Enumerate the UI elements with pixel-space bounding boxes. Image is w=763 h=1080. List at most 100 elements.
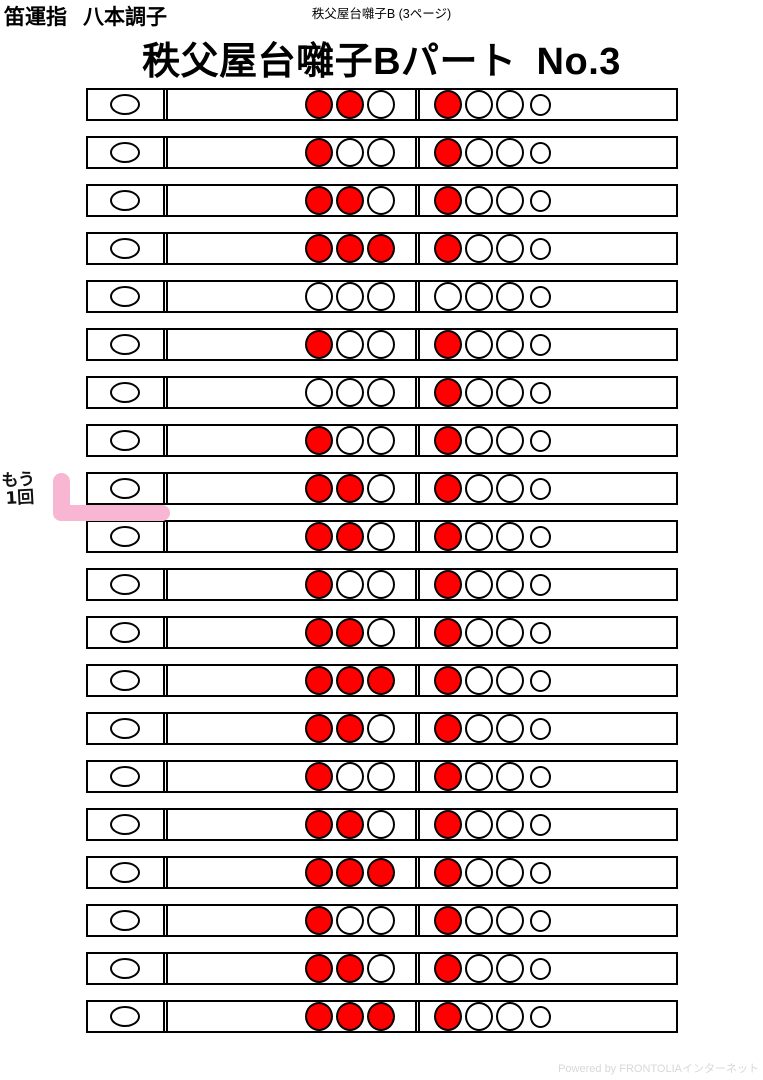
finger-hole-upper-2	[336, 858, 364, 887]
mouth-hole	[110, 670, 140, 691]
mouthpiece-divider	[163, 762, 168, 791]
flute-row	[86, 904, 678, 937]
flute-row	[86, 568, 678, 601]
hand-group-divider	[415, 186, 420, 215]
finger-hole-upper-1	[305, 378, 333, 407]
finger-hole-upper-1	[305, 666, 333, 695]
mouthpiece-divider	[163, 810, 168, 839]
mouth-hole	[110, 478, 140, 499]
finger-hole-upper-3	[367, 714, 395, 743]
finger-hole-upper-1	[305, 618, 333, 647]
finger-hole-upper-2	[336, 810, 364, 839]
finger-hole-upper-3	[367, 666, 395, 695]
finger-hole-upper-3	[367, 954, 395, 983]
finger-hole-upper-1	[305, 330, 333, 359]
mouth-hole	[110, 238, 140, 259]
hand-group-divider	[415, 138, 420, 167]
key-label: 八本調子	[83, 6, 167, 29]
finger-hole-upper-1	[305, 426, 333, 455]
finger-hole-upper-3	[367, 522, 395, 551]
title-main-text: 秩父屋台囃子Bパート	[142, 41, 517, 83]
finger-hole-upper-2	[336, 138, 364, 167]
finger-hole-lower-3	[496, 714, 524, 743]
finger-hole-upper-3	[367, 618, 395, 647]
finger-hole-lower-1	[434, 714, 462, 743]
finger-hole-lower-2	[465, 570, 493, 599]
finger-hole-lower-4	[530, 670, 551, 692]
flute-row	[86, 664, 678, 697]
mouthpiece-divider	[163, 666, 168, 695]
finger-hole-upper-2	[336, 714, 364, 743]
finger-hole-lower-2	[465, 90, 493, 119]
mouthpiece-divider	[163, 570, 168, 599]
mouthpiece-divider	[163, 906, 168, 935]
finger-hole-lower-4	[530, 94, 551, 116]
mouthpiece-divider	[163, 1002, 168, 1031]
hand-group-divider	[415, 378, 420, 407]
mouth-hole	[110, 958, 140, 979]
hand-group-divider	[415, 954, 420, 983]
mouth-hole	[110, 766, 140, 787]
finger-hole-lower-3	[496, 186, 524, 215]
hand-group-divider	[415, 858, 420, 887]
mouthpiece-divider	[163, 522, 168, 551]
finger-hole-lower-4	[530, 334, 551, 356]
finger-hole-lower-1	[434, 282, 462, 311]
finger-hole-lower-2	[465, 378, 493, 407]
flute-row	[86, 760, 678, 793]
finger-hole-lower-3	[496, 570, 524, 599]
flute-row	[86, 328, 678, 361]
finger-hole-upper-3	[367, 90, 395, 119]
finger-hole-upper-3	[367, 138, 395, 167]
finger-hole-upper-3	[367, 186, 395, 215]
finger-hole-lower-3	[496, 810, 524, 839]
finger-hole-upper-1	[305, 954, 333, 983]
flute-row	[86, 424, 678, 457]
finger-hole-upper-1	[305, 714, 333, 743]
finger-hole-lower-3	[496, 138, 524, 167]
finger-hole-lower-4	[530, 958, 551, 980]
finger-hole-upper-2	[336, 186, 364, 215]
handwritten-annotation: もう 1回	[1, 469, 49, 509]
finger-hole-lower-3	[496, 954, 524, 983]
mouthpiece-divider	[163, 90, 168, 119]
hand-group-divider	[415, 522, 420, 551]
flute-row	[86, 232, 678, 265]
finger-hole-lower-2	[465, 522, 493, 551]
mouthpiece-divider	[163, 186, 168, 215]
mouthpiece-divider	[163, 954, 168, 983]
finger-hole-lower-4	[530, 526, 551, 548]
finger-hole-upper-3	[367, 810, 395, 839]
finger-hole-lower-4	[530, 910, 551, 932]
finger-hole-lower-2	[465, 1002, 493, 1031]
finger-hole-lower-1	[434, 186, 462, 215]
mouthpiece-divider	[163, 234, 168, 263]
flute-row	[86, 472, 678, 505]
mouth-hole	[110, 142, 140, 163]
finger-hole-lower-2	[465, 330, 493, 359]
finger-hole-lower-1	[434, 906, 462, 935]
finger-hole-upper-3	[367, 570, 395, 599]
finger-hole-lower-3	[496, 906, 524, 935]
finger-hole-lower-2	[465, 234, 493, 263]
finger-hole-lower-2	[465, 474, 493, 503]
finger-hole-lower-1	[434, 522, 462, 551]
mouth-hole	[110, 574, 140, 595]
finger-hole-lower-2	[465, 714, 493, 743]
finger-hole-upper-3	[367, 282, 395, 311]
mouth-hole	[110, 382, 140, 403]
finger-hole-upper-3	[367, 378, 395, 407]
hand-group-divider	[415, 618, 420, 647]
finger-hole-lower-2	[465, 858, 493, 887]
hand-group-divider	[415, 330, 420, 359]
finger-hole-upper-2	[336, 762, 364, 791]
finger-hole-lower-3	[496, 330, 524, 359]
flute-row	[86, 712, 678, 745]
finger-hole-lower-1	[434, 570, 462, 599]
mouth-hole	[110, 814, 140, 835]
mouth-hole	[110, 622, 140, 643]
finger-hole-upper-1	[305, 90, 333, 119]
finger-hole-upper-2	[336, 954, 364, 983]
finger-hole-lower-2	[465, 762, 493, 791]
flute-row	[86, 520, 678, 553]
